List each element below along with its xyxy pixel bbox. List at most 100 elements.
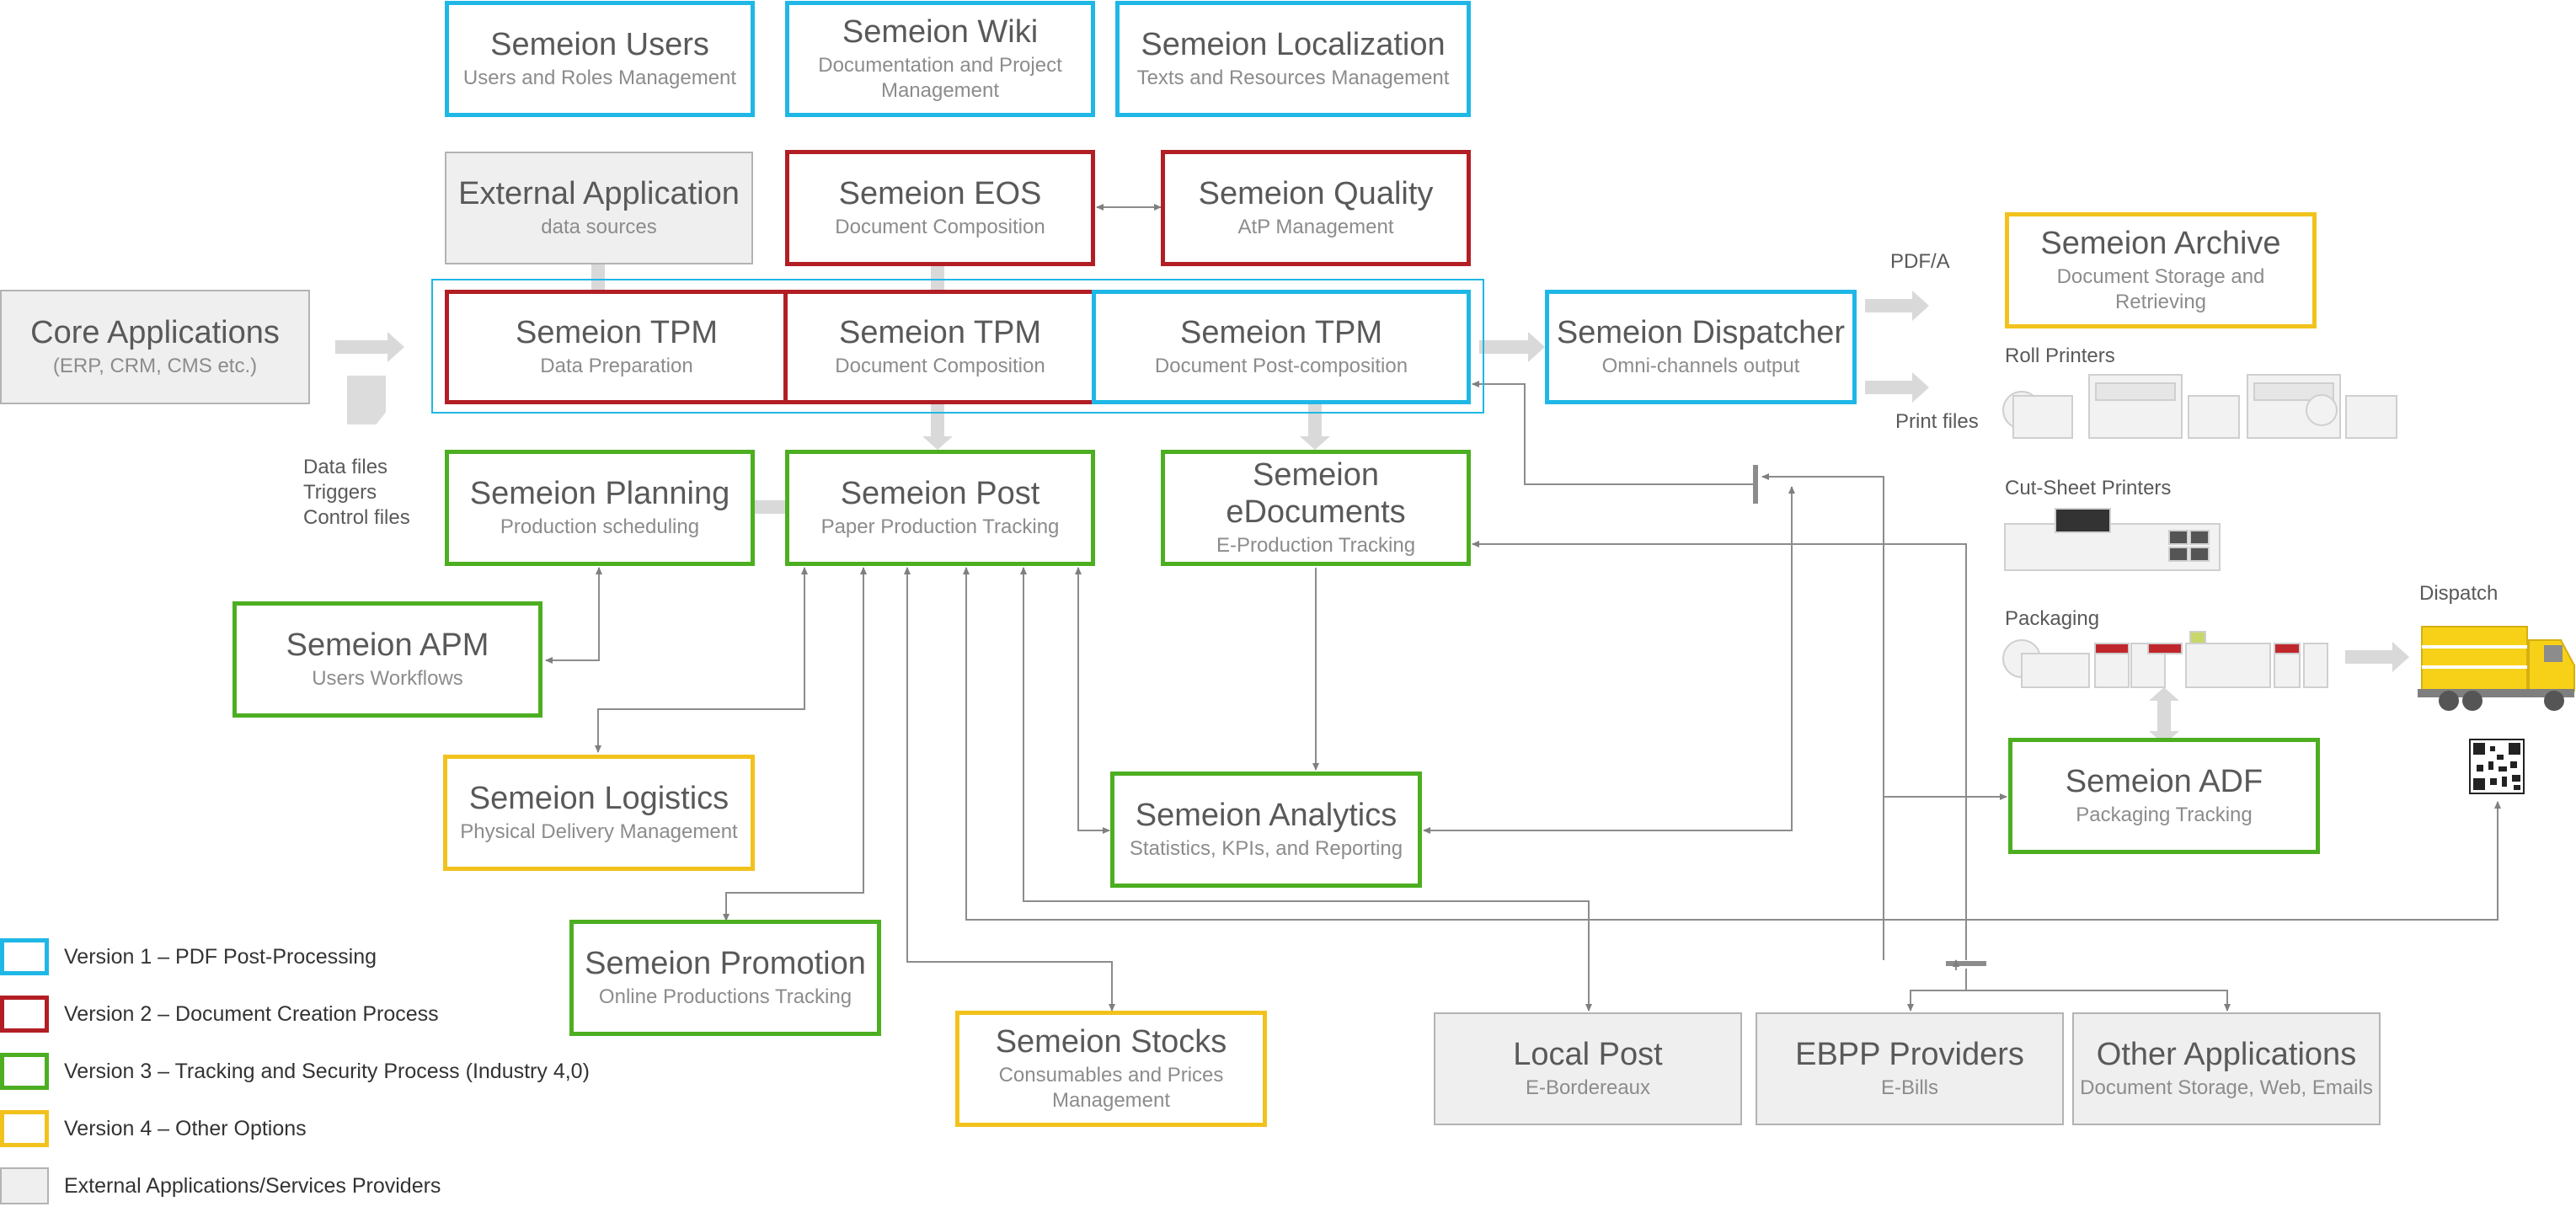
legend-label: External Applications/Services Providers <box>64 1173 441 1198</box>
node-title: Semeion Planning <box>469 476 730 512</box>
truck-picture <box>2418 626 2575 711</box>
label-dispatch: Dispatch <box>2419 582 2499 605</box>
node-local-post[interactable]: Local Post E-Bordereaux <box>1434 1012 1742 1125</box>
node-title: Semeion TPM <box>1179 315 1383 351</box>
node-subtitle: Omni-channels output <box>1601 354 1800 377</box>
node-semeion-apm[interactable]: Semeion APM Users Workflows <box>232 601 542 718</box>
node-title: Semeion Post <box>840 476 1040 512</box>
node-subtitle: E-Bordereaux <box>1525 1076 1651 1099</box>
node-title: Semeion Archive <box>2040 226 2281 262</box>
document-file-icon <box>347 376 386 424</box>
node-subtitle: Users and Roles Management <box>462 66 737 89</box>
legend-swatch <box>0 938 49 975</box>
legend-label: Version 4 – Other Options <box>64 1116 307 1140</box>
node-subtitle: E-Bills <box>1880 1076 1938 1099</box>
node-title: eDocuments <box>1226 494 1406 530</box>
node-title: Semeion Quality <box>1198 176 1434 212</box>
node-title: Semeion EOS <box>838 176 1042 212</box>
node-subtitle: Production scheduling <box>500 515 700 538</box>
node-subtitle: Document Storage, Web, Emails <box>2080 1076 2373 1099</box>
node-title: Semeion Stocks <box>995 1024 1227 1060</box>
node-subtitle: Retrieving <box>2114 290 2207 313</box>
legend-label: Version 2 – Document Creation Process <box>64 1001 439 1026</box>
label-packaging: Packaging <box>2005 607 2100 630</box>
node-semeion-stocks[interactable]: Semeion Stocks Consumables and Prices Ma… <box>955 1011 1267 1127</box>
node-semeion-wiki[interactable]: Semeion Wiki Documentation and Project M… <box>785 1 1095 117</box>
legend-label: Version 3 – Tracking and Security Proces… <box>64 1059 590 1083</box>
node-title: Semeion Wiki <box>842 14 1039 51</box>
node-subtitle: data sources <box>541 215 657 238</box>
packaging-picture <box>2002 631 2328 688</box>
node-title: Semeion Localization <box>1141 27 1446 63</box>
node-subtitle: AtP Management <box>1237 215 1394 238</box>
roll-printers-picture <box>2002 374 2397 439</box>
node-semeion-quality[interactable]: Semeion Quality AtP Management <box>1161 150 1471 266</box>
node-title: Semeion Promotion <box>585 946 866 982</box>
node-semeion-post[interactable]: Semeion Post Paper Production Tracking <box>785 450 1095 566</box>
node-semeion-promotion[interactable]: Semeion Promotion Online Productions Tra… <box>569 920 881 1036</box>
node-title: Semeion Users <box>490 27 709 63</box>
node-subtitle: Document Post-composition <box>1154 354 1408 377</box>
node-subtitle: Packaging Tracking <box>2076 803 2253 826</box>
node-semeion-dispatcher[interactable]: Semeion Dispatcher Omni-channels output <box>1545 290 1857 404</box>
node-subtitle: Management <box>1051 1088 1171 1112</box>
node-core-applications[interactable]: Core Applications (ERP, CRM, CMS etc.) <box>0 290 310 404</box>
node-ebpp-providers[interactable]: EBPP Providers E-Bills <box>1756 1012 2064 1125</box>
node-semeion-tpm-post-composition[interactable]: Semeion TPM Document Post-composition <box>1092 290 1471 404</box>
legend-item: Version 4 – Other Options <box>0 1110 307 1147</box>
label-print-files: Print files <box>1895 410 1979 433</box>
node-semeion-users[interactable]: Semeion Users Users and Roles Management <box>445 1 755 117</box>
label-roll-printers: Roll Printers <box>2005 344 2115 367</box>
node-title: Semeion ADF <box>2065 764 2263 800</box>
node-semeion-edocuments[interactable]: Semeion eDocuments E-Production Tracking <box>1161 450 1471 566</box>
legend-label: Version 1 – PDF Post-Processing <box>64 944 377 969</box>
node-subtitle: Online Productions Tracking <box>598 985 852 1008</box>
legend-swatch <box>0 1110 49 1147</box>
legend-swatch <box>0 996 49 1033</box>
node-subtitle: Texts and Resources Management <box>1136 66 1450 89</box>
legend-item: External Applications/Services Providers <box>0 1167 441 1204</box>
node-title: External Application <box>458 176 740 212</box>
node-subtitle: Document Composition <box>835 354 1045 377</box>
node-title: Semeion <box>1253 457 1379 494</box>
legend-swatch <box>0 1167 49 1204</box>
node-title: Semeion Analytics <box>1135 798 1398 834</box>
node-title: EBPP Providers <box>1795 1037 2024 1073</box>
node-semeion-logistics[interactable]: Semeion Logistics Physical Delivery Mana… <box>443 755 755 871</box>
node-title: Semeion Dispatcher <box>1556 315 1846 351</box>
label-cut-sheet-printers: Cut-Sheet Printers <box>2005 477 2172 499</box>
node-semeion-tpm-document-composition[interactable]: Semeion TPM Document Composition <box>783 290 1097 404</box>
legend-swatch <box>0 1053 49 1090</box>
node-subtitle: Paper Production Tracking <box>820 515 1060 538</box>
node-subtitle: Physical Delivery Management <box>460 820 738 843</box>
label-control-files: Control files <box>303 506 410 529</box>
node-semeion-archive[interactable]: Semeion Archive Document Storage and Ret… <box>2005 212 2317 328</box>
node-semeion-localization[interactable]: Semeion Localization Texts and Resources… <box>1115 1 1471 117</box>
node-semeion-adf[interactable]: Semeion ADF Packaging Tracking <box>2008 738 2320 854</box>
node-subtitle: Documentation and Project <box>818 53 1062 77</box>
node-subtitle: Data Preparation <box>540 354 693 377</box>
node-semeion-planning[interactable]: Semeion Planning Production scheduling <box>445 450 755 566</box>
legend-item: Version 2 – Document Creation Process <box>0 996 439 1033</box>
node-title: Core Applications <box>30 315 280 351</box>
label-data-files: Data files <box>303 456 388 478</box>
node-external-application[interactable]: External Application data sources <box>445 152 753 264</box>
cut-sheet-printers-picture <box>2004 508 2221 571</box>
node-semeion-analytics[interactable]: Semeion Analytics Statistics, KPIs, and … <box>1110 772 1422 888</box>
label-triggers: Triggers <box>303 481 377 504</box>
node-semeion-eos[interactable]: Semeion EOS Document Composition <box>785 150 1095 266</box>
legend-item: Version 3 – Tracking and Security Proces… <box>0 1053 590 1090</box>
node-subtitle: Consumables and Prices <box>998 1063 1224 1087</box>
node-subtitle: Document Storage and <box>2056 264 2265 288</box>
qr-code-icon <box>2469 739 2525 794</box>
tpm-group-frame <box>431 279 1484 414</box>
label-pdfa: PDF/A <box>1890 250 1950 273</box>
node-subtitle: (ERP, CRM, CMS etc.) <box>52 354 258 377</box>
node-title: Semeion TPM <box>515 315 719 351</box>
node-other-applications[interactable]: Other Applications Document Storage, Web… <box>2072 1012 2381 1125</box>
node-title: Local Post <box>1513 1037 1663 1073</box>
node-title: Semeion TPM <box>838 315 1042 351</box>
node-subtitle: Users Workflows <box>312 666 463 690</box>
node-semeion-tpm-data-preparation[interactable]: Semeion TPM Data Preparation <box>445 290 788 404</box>
node-subtitle: Statistics, KPIs, and Reporting <box>1129 836 1403 860</box>
